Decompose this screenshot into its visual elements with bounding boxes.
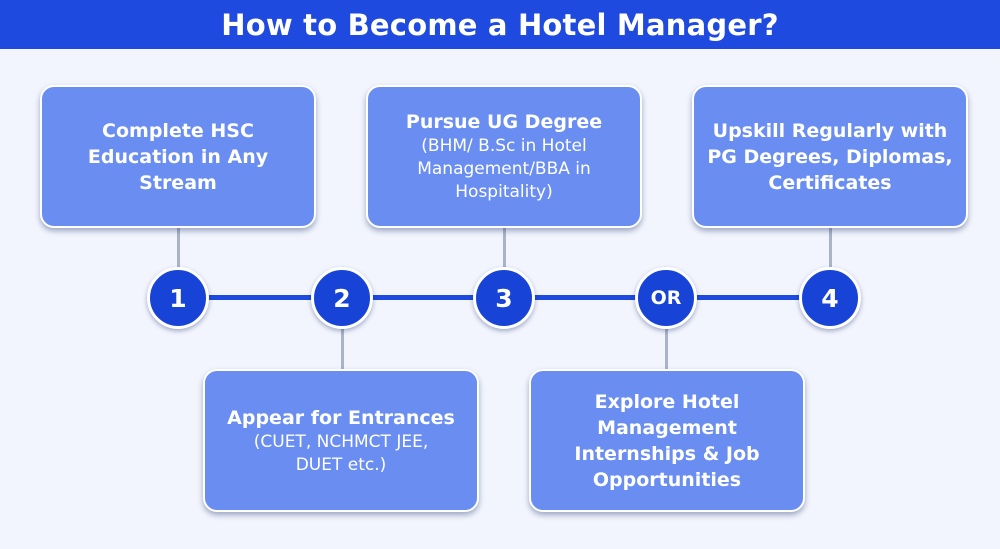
step-box-upskill: Upskill Regularly with PG Degrees, Diplo… (692, 85, 968, 228)
step-box-title: Explore Hotel Management Internships & J… (574, 390, 760, 491)
step-box-internships: Explore Hotel Management Internships & J… (529, 369, 805, 512)
step-node-2: 2 (311, 267, 373, 329)
step-box-title: Upskill Regularly with PG Degrees, Diplo… (707, 119, 953, 194)
title-bar: How to Become a Hotel Manager? (0, 0, 1000, 49)
step-box-ug-degree: Pursue UG Degree (BHM/ B.Sc in Hotel Man… (366, 85, 642, 228)
connector-step-or (665, 318, 668, 370)
step-node-3: 3 (473, 267, 535, 329)
step-box-title: Appear for Entrances (227, 406, 455, 429)
step-box-subtitle: (CUET, NCHMCT JEE, DUET etc.) (253, 431, 429, 475)
step-node-1: 1 (147, 267, 209, 329)
step-box-entrances: Appear for Entrances (CUET, NCHMCT JEE, … (203, 369, 479, 512)
step-box-subtitle: (BHM/ B.Sc in Hotel Management/BBA in Ho… (417, 136, 591, 202)
connector-step-4 (829, 228, 832, 278)
page-title: How to Become a Hotel Manager? (221, 7, 779, 42)
step-box-complete-hsc: Complete HSC Education in Any Stream (40, 85, 316, 228)
step-node-or: OR (635, 267, 697, 329)
step-node-4: 4 (799, 267, 861, 329)
connector-step-3 (503, 228, 506, 278)
step-box-title: Pursue UG Degree (405, 111, 603, 133)
step-box-title: Complete HSC Education in Any Stream (87, 119, 269, 194)
connector-step-2 (341, 318, 344, 370)
connector-step-1 (177, 228, 180, 278)
